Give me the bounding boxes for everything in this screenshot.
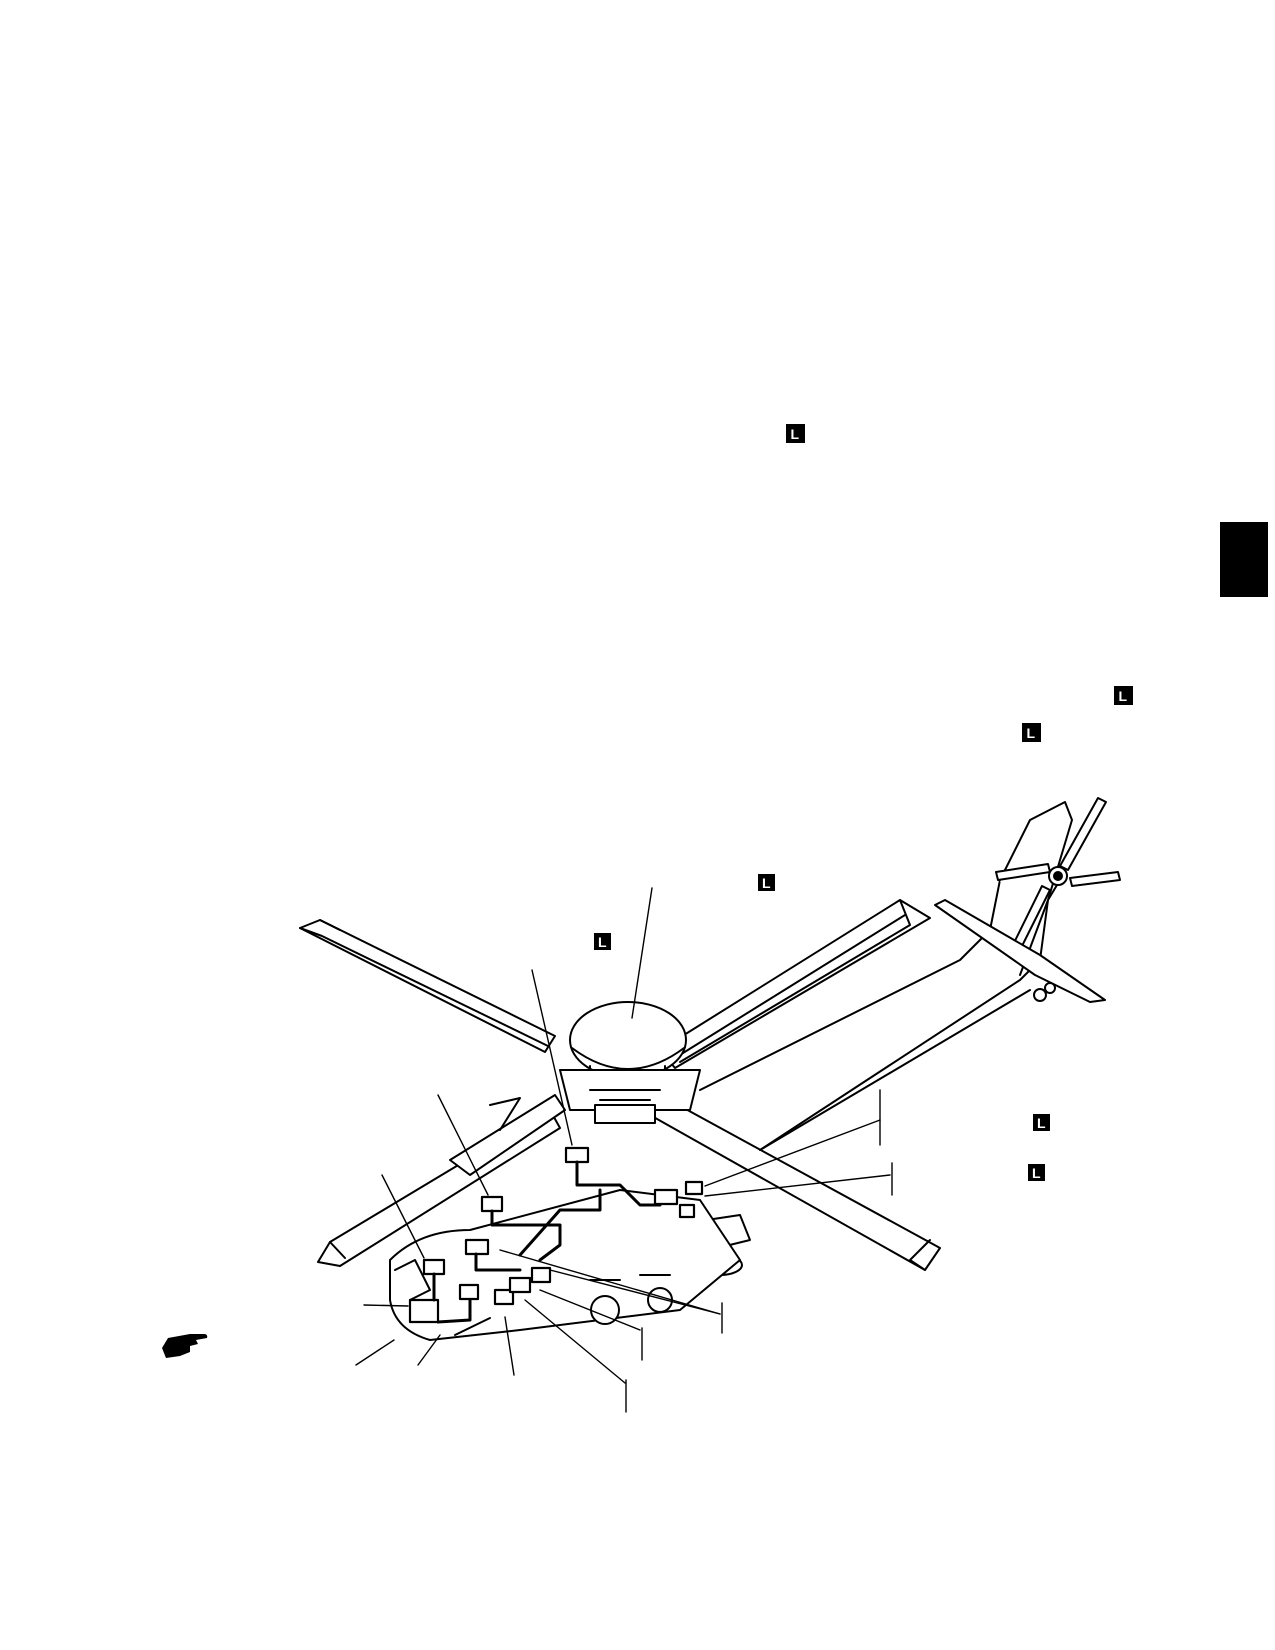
wiring-harness [432,1160,662,1324]
l-badge-letter: L [1027,725,1036,741]
leader-lines [355,887,891,1384]
l-badge: L [594,933,611,950]
l-badge: L [1022,723,1041,742]
wing-stub-left [449,1094,566,1176]
rotor-mast-dome [569,1001,687,1081]
l-badge: L [758,874,775,891]
cockpit-detail [394,1259,491,1336]
tail-fin [999,801,1073,976]
l-badge: L [1028,1164,1045,1181]
l-badge-letter: L [1119,688,1128,704]
l-badge: L [786,424,805,443]
horizontal-stabilizer [934,899,1106,1003]
rotor-blade-upper-left [299,919,556,1053]
l-badge-letter: L [1037,1115,1046,1131]
pointing-hand-icon [162,1334,208,1358]
helicopter-illustration [299,797,1121,1413]
rotor-hub [559,1069,701,1124]
l-badge-letter: L [1032,1165,1041,1181]
edge-tab [1220,522,1268,597]
avionics-components [408,1146,704,1324]
tail-rotor [995,797,1121,961]
l-badge-letter: L [762,875,771,891]
tail-wheel [1033,982,1056,1002]
l-badge-letter: L [598,934,607,950]
leader-ticks [625,1089,893,1413]
l-badge-letter: L [791,426,800,442]
l-badge: L [1114,686,1133,705]
l-badge: L [1033,1114,1050,1131]
